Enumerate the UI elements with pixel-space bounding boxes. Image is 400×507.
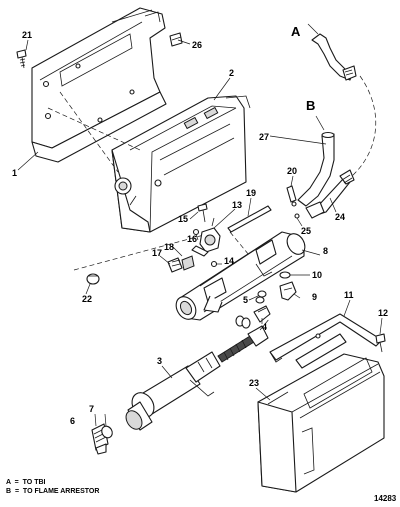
- callout-13: 13: [232, 200, 242, 210]
- pressure-sender: [191, 217, 221, 257]
- figure-number: 14283: [374, 494, 397, 503]
- legend: A = TO TBI B = TO FLAME ARRESTOR: [6, 478, 99, 496]
- callout-25: 25: [301, 226, 311, 236]
- screw: [375, 333, 386, 353]
- bracket-housing: [111, 95, 251, 233]
- leader-lines: [17, 23, 383, 427]
- callout-14: 14: [224, 256, 234, 266]
- elbow-fitting: [279, 281, 297, 301]
- callout-17: 17: [152, 248, 162, 258]
- callout-6: 6: [70, 416, 75, 426]
- callout-19: 19: [246, 188, 256, 198]
- callout-21: 21: [22, 30, 32, 40]
- legend-a: A = TO TBI: [6, 479, 46, 486]
- callout-11: 11: [344, 290, 354, 300]
- screw: [16, 49, 27, 69]
- legend-b: B = TO FLAME ARRESTOR: [6, 488, 100, 495]
- callout-b: B: [306, 98, 315, 113]
- callout-8: 8: [323, 246, 328, 256]
- pin: [286, 185, 297, 207]
- vent-hose-to-flame-arrestor: [297, 131, 335, 207]
- rod: [227, 205, 272, 233]
- o-ring: [210, 260, 218, 268]
- callout-labels: 21 26 2 1 A B 27 20 19 24 25 13 15 16 18…: [12, 24, 388, 426]
- screw: [197, 203, 208, 223]
- callout-a: A: [291, 24, 301, 39]
- fuel-pump-body: [175, 231, 306, 321]
- cover-bracket: [269, 313, 383, 369]
- callout-2: 2: [229, 68, 234, 78]
- callout-10: 10: [312, 270, 322, 280]
- clamp-screw: [167, 255, 195, 273]
- callout-3: 3: [157, 356, 162, 366]
- electric-fuel-pump: [125, 317, 271, 431]
- clip-nut: [169, 32, 183, 47]
- callout-9: 9: [312, 292, 317, 302]
- fuel-line-to-tbi: [305, 33, 377, 219]
- pump-cover: [257, 353, 385, 493]
- callout-4: 4: [262, 322, 267, 332]
- callout-22: 22: [82, 294, 92, 304]
- fitting: [253, 305, 271, 323]
- callout-7: 7: [89, 404, 94, 414]
- callout-1: 1: [12, 168, 17, 178]
- o-ring: [279, 271, 291, 279]
- callout-26: 26: [192, 40, 202, 50]
- callout-12: 12: [378, 308, 388, 318]
- callout-24: 24: [335, 212, 345, 222]
- callout-20: 20: [287, 166, 297, 176]
- callout-27: 27: [259, 132, 269, 142]
- cap: [86, 273, 100, 285]
- o-rings: [235, 290, 267, 329]
- callout-15: 15: [178, 214, 188, 224]
- fitting: [294, 213, 300, 219]
- callout-18: 18: [164, 242, 174, 252]
- callout-5: 5: [243, 295, 248, 305]
- mounting-bracket: [31, 7, 167, 163]
- callout-16: 16: [187, 234, 197, 244]
- inlet-fitting: [91, 423, 113, 455]
- callout-23: 23: [249, 378, 259, 388]
